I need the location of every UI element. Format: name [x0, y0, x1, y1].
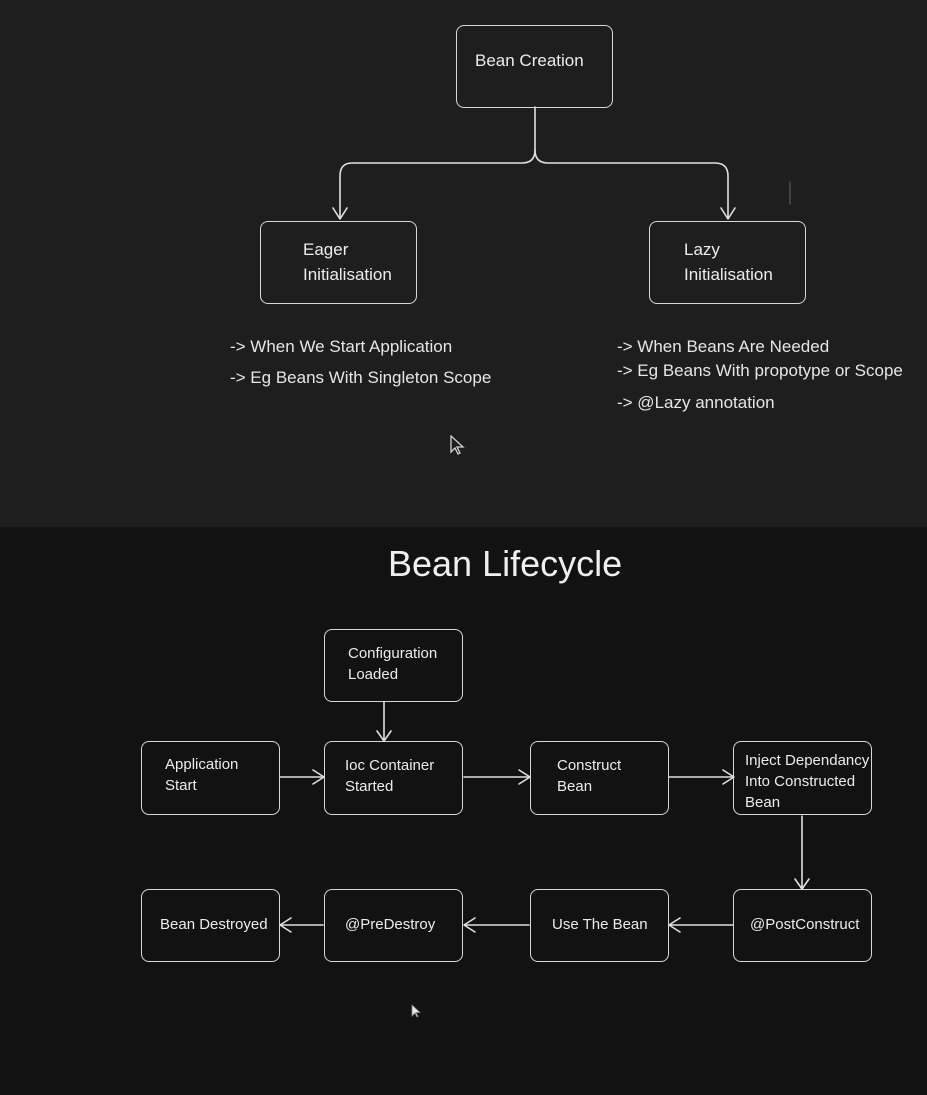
node-label: Bean Creation — [475, 51, 584, 70]
pre-destroy-node: @PreDestroy — [324, 889, 463, 962]
bean-destroyed-node: Bean Destroyed — [141, 889, 280, 962]
node-label: Use The Bean — [552, 916, 648, 933]
node-label: Application Start — [165, 756, 239, 794]
node-label: Ioc Container Started — [345, 757, 435, 795]
ioc-container-started-node: Ioc Container Started — [324, 741, 463, 815]
lazy-note: -> When Beans Are Needed — [617, 337, 830, 356]
node-label: Eager Initialisation — [303, 240, 392, 284]
application-start-node: Application Start — [141, 741, 280, 815]
use-the-bean-node: Use The Bean — [530, 889, 669, 962]
node-label: Bean Destroyed — [160, 916, 268, 933]
eager-initialisation-node: Eager Initialisation — [260, 221, 417, 304]
configuration-loaded-node: Configuration Loaded — [324, 629, 463, 702]
mouse-cursor-icon — [450, 435, 465, 455]
lazy-note: -> Eg Beans With propotype or Scope — [617, 361, 903, 380]
node-label: Inject Dependancy Into Constructed Bean — [745, 752, 870, 811]
construct-bean-node: Construct Bean — [530, 741, 669, 815]
lifecycle-title: Bean Lifecycle — [388, 543, 623, 584]
node-label: Configuration Loaded — [348, 645, 438, 683]
eager-note: -> Eg Beans With Singleton Scope — [230, 368, 492, 387]
lazy-initialisation-node: Lazy Initialisation — [649, 221, 806, 304]
node-label: Construct Bean — [557, 757, 622, 795]
bean-creation-node: Bean Creation — [456, 25, 613, 108]
mouse-cursor-icon — [411, 1004, 422, 1018]
bean-creation-panel — [0, 0, 927, 527]
node-label: Lazy Initialisation — [684, 240, 773, 284]
bean-lifecycle-panel — [0, 527, 927, 1095]
post-construct-node: @PostConstruct — [733, 889, 872, 962]
inject-dependency-node: Inject Dependancy Into Constructed Bean — [733, 741, 872, 815]
eager-note: -> When We Start Application — [230, 337, 453, 356]
node-label: @PreDestroy — [345, 916, 436, 933]
node-label: @PostConstruct — [750, 916, 860, 933]
lazy-note: -> @Lazy annotation — [617, 393, 775, 412]
